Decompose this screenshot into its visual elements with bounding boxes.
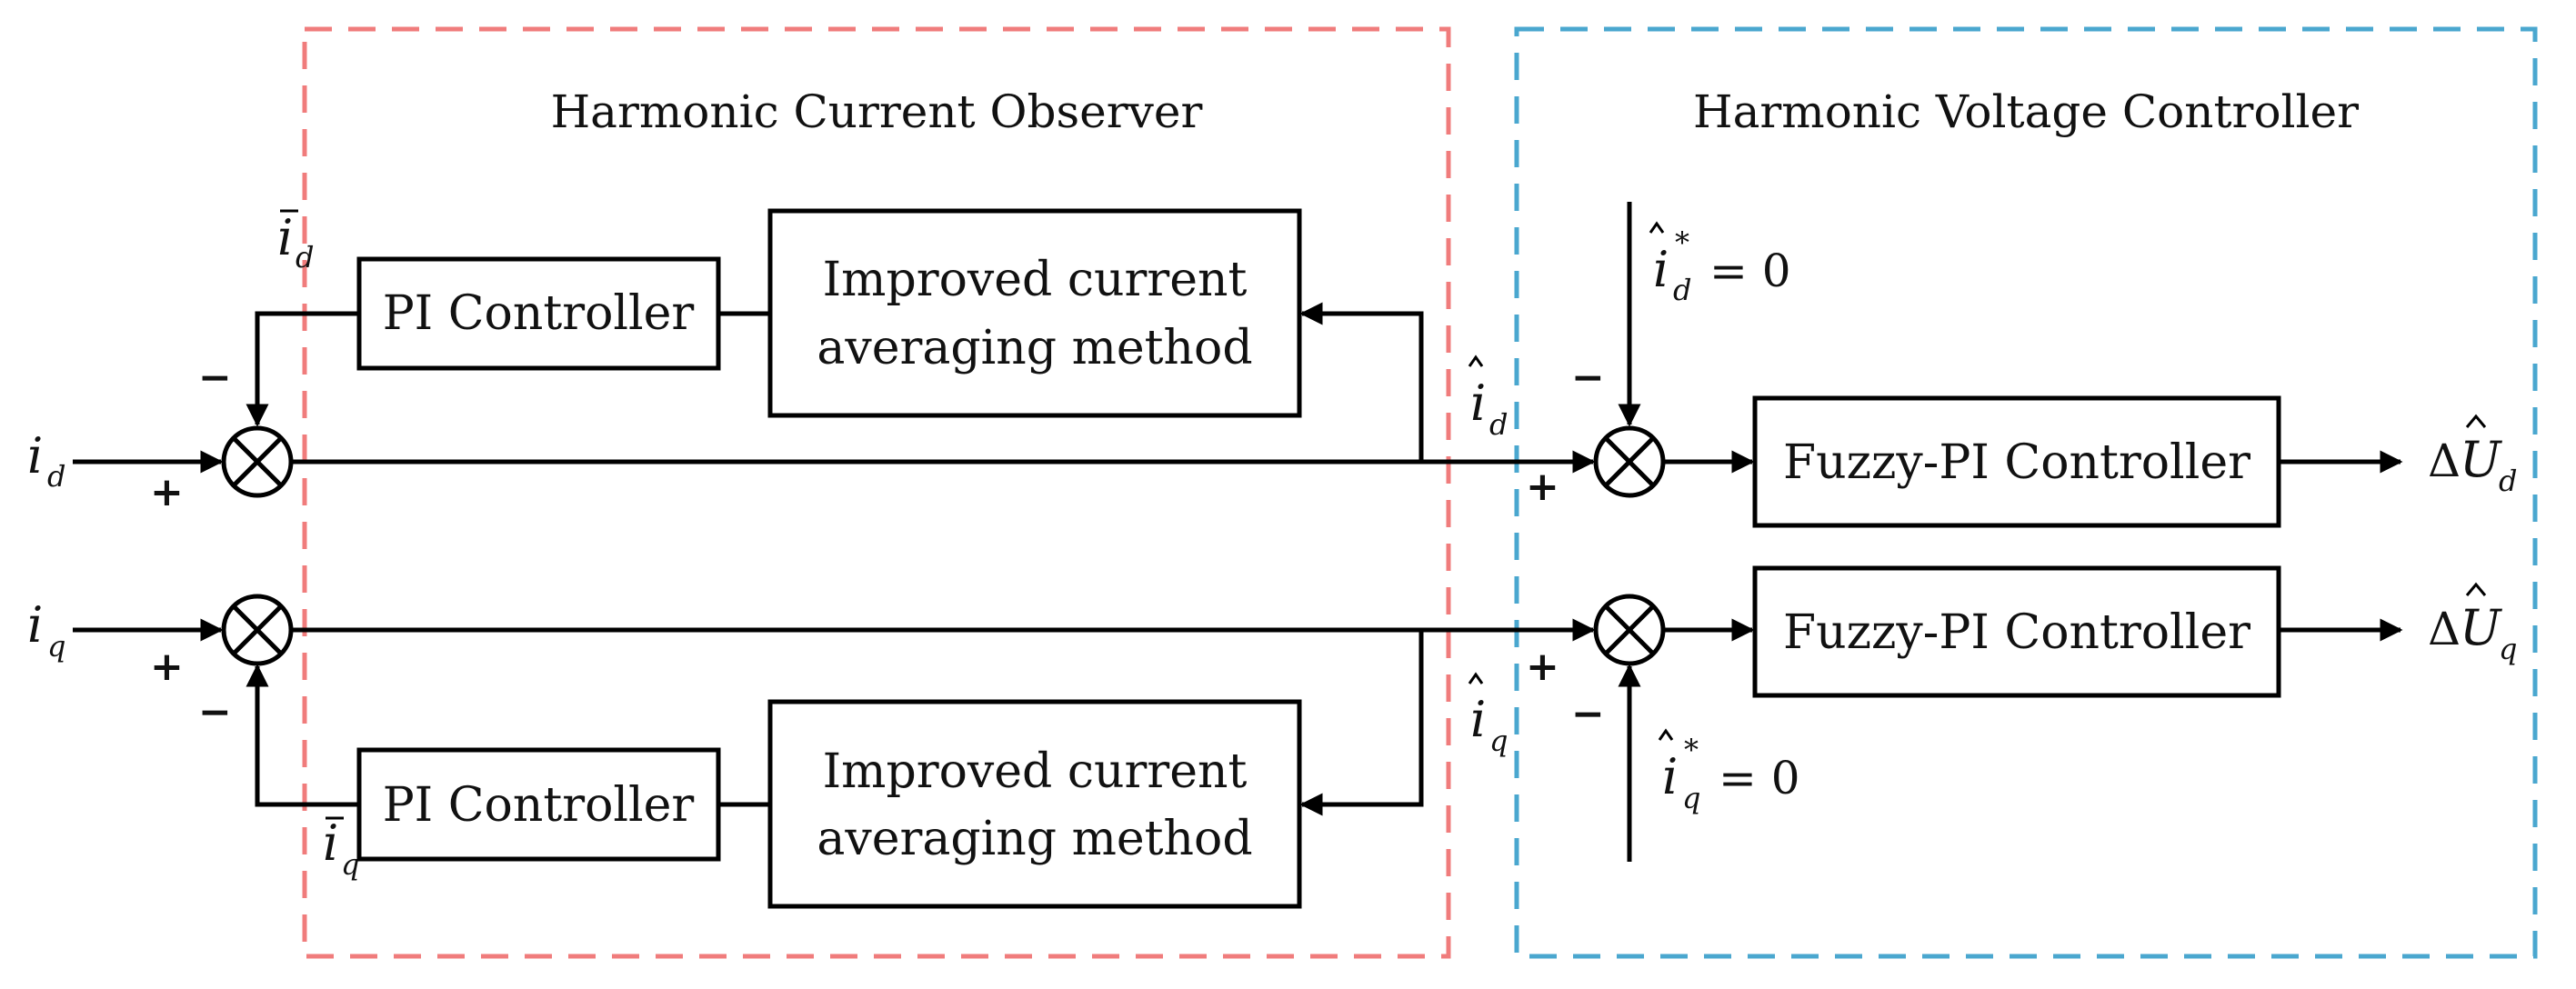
controller-title: Harmonic Voltage Controller — [1693, 85, 2359, 138]
svg-text:q: q — [47, 629, 65, 664]
iq-minus-sign: − — [198, 689, 232, 735]
svg-text:i: i — [277, 209, 293, 266]
fuzzy-pi-controller-q — [1752, 565, 2281, 698]
fuzzy-pi-controller-q-label: Fuzzy-PI Controller — [1783, 605, 2250, 660]
d-ref-minus-sign: − — [1571, 355, 1605, 401]
q-ref-minus-sign: − — [1571, 691, 1605, 737]
svg-text:i: i — [27, 427, 43, 485]
sum-junction-d-controller — [1593, 425, 1666, 498]
svg-text:i: i — [1653, 241, 1669, 298]
id-minus-sign: − — [198, 355, 232, 401]
pi-controller-d-label: PI Controller — [383, 286, 695, 341]
q-controller-plus-sign: + — [1526, 644, 1559, 690]
svg-text:U: U — [2460, 599, 2502, 656]
svg-text:d: d — [2499, 464, 2517, 498]
svg-text:i: i — [1470, 691, 1486, 748]
pi-controller-q-label: PI Controller — [383, 778, 695, 833]
svg-text:d: d — [1489, 407, 1508, 442]
id-bar-label: i d — [277, 209, 314, 275]
d-tap-to-averaging — [1299, 302, 1424, 462]
svg-text:i: i — [1470, 375, 1486, 432]
svg-text:*: * — [1675, 225, 1689, 260]
pi-d-feedback-path — [246, 311, 359, 427]
svg-text:d: d — [1673, 273, 1691, 307]
svg-text:d: d — [47, 459, 65, 494]
d-controller-plus-sign: + — [1526, 464, 1559, 510]
iq-input-label: i q — [27, 596, 65, 664]
improved-averaging-q — [767, 699, 1302, 909]
controller-group-frame — [1514, 26, 2538, 959]
id-plus-sign: + — [150, 469, 184, 515]
svg-text:q: q — [1489, 724, 1508, 758]
sum-junction-q-controller — [1593, 594, 1666, 666]
svg-text:= 0: = 0 — [1709, 245, 1791, 297]
id-input-label: i d — [27, 427, 65, 494]
svg-text:q: q — [341, 847, 359, 882]
svg-text:U: U — [2460, 431, 2502, 488]
q-tap-to-averaging — [1299, 630, 1424, 816]
svg-text:Δ: Δ — [2428, 435, 2461, 487]
svg-text:i: i — [27, 596, 43, 654]
ud-output-label: Δ U d — [2428, 414, 2517, 498]
svg-text:*: * — [1684, 733, 1699, 767]
svg-text:d: d — [296, 240, 314, 275]
iq-hat-label: i q — [1468, 672, 1508, 758]
iq-ref-label: i q * = 0 — [1658, 728, 1800, 815]
improved-averaging-d — [767, 208, 1302, 418]
svg-text:i: i — [323, 814, 338, 872]
fuzzy-pi-controller-d — [1752, 395, 2281, 528]
improved-averaging-d-line2: averaging method — [817, 321, 1252, 375]
svg-text:q: q — [2499, 632, 2517, 666]
svg-text:Δ: Δ — [2428, 603, 2461, 655]
pi-controller-d — [356, 256, 721, 371]
id-hat-label: i d — [1468, 355, 1508, 442]
observer-title: Harmonic Current Observer — [551, 85, 1203, 138]
pi-q-feedback-path — [246, 664, 359, 807]
svg-text:i: i — [1662, 748, 1678, 805]
id-ref-label: i d * = 0 — [1649, 221, 1791, 307]
sum-junction-d — [221, 425, 294, 498]
improved-averaging-d-line1: Improved current — [823, 253, 1248, 307]
svg-text:= 0: = 0 — [1719, 752, 1800, 804]
sum-junction-q — [221, 594, 294, 666]
improved-averaging-q-line2: averaging method — [817, 812, 1252, 866]
uq-output-label: Δ U q — [2428, 582, 2517, 666]
improved-averaging-q-line1: Improved current — [823, 744, 1248, 799]
iq-plus-sign: + — [150, 644, 184, 690]
iq-bar-label: i q — [323, 814, 359, 882]
observer-group-frame — [302, 26, 1451, 959]
fuzzy-pi-controller-d-label: Fuzzy-PI Controller — [1783, 435, 2250, 490]
svg-text:q: q — [1682, 781, 1700, 815]
